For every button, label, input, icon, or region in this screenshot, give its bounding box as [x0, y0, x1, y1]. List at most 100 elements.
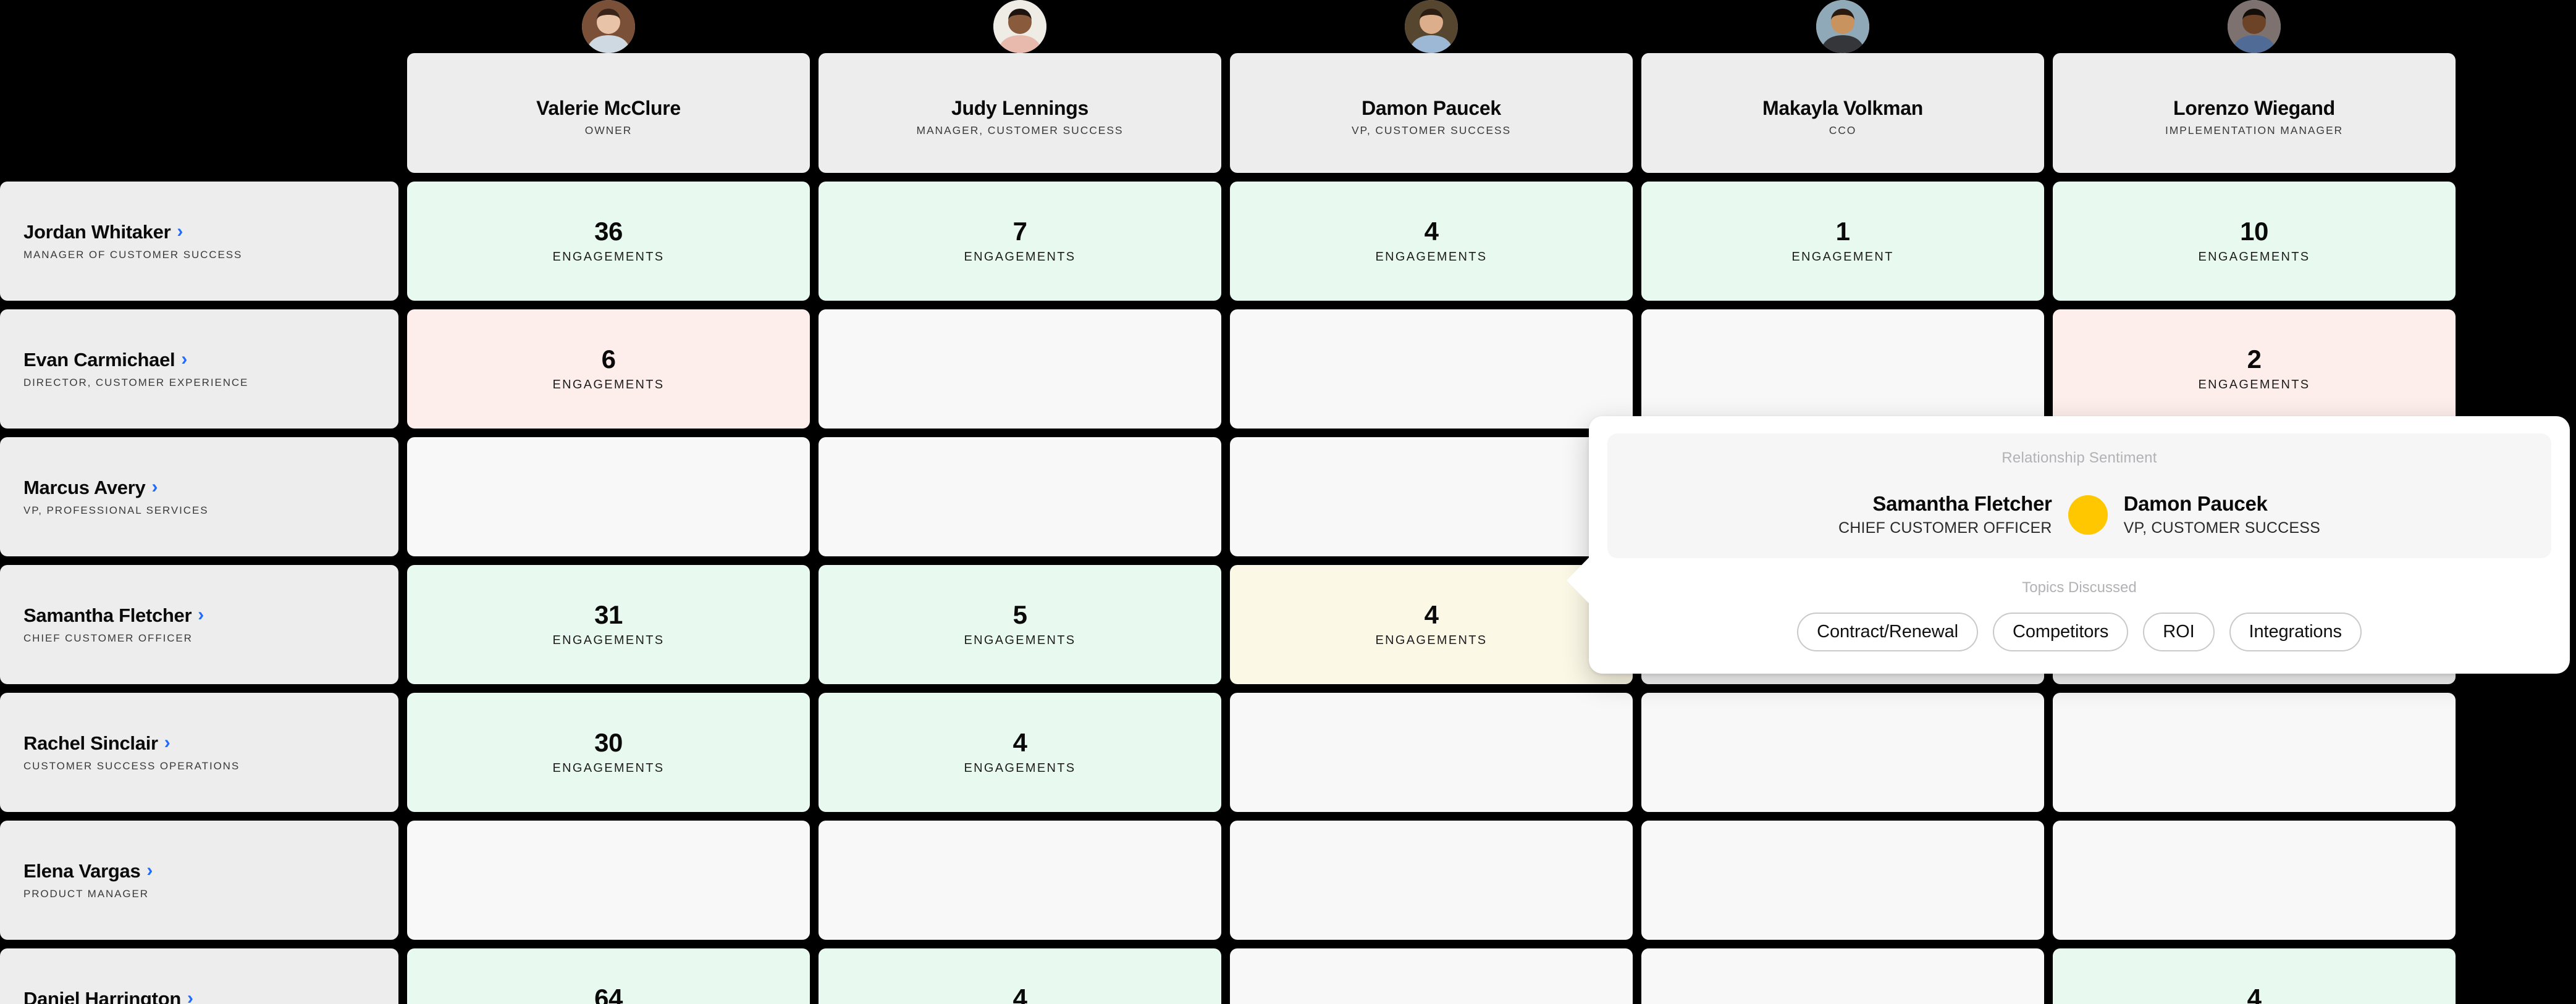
chevron-right-icon[interactable]: › — [198, 604, 204, 625]
matrix-cell[interactable] — [2053, 693, 2456, 812]
topics-section-label: Topics Discussed — [2022, 579, 2137, 596]
row-header-name-wrap: Daniel Harrington › — [23, 988, 398, 1004]
row-header-name: Evan Carmichael — [23, 349, 175, 371]
column-header-name: Damon Paucek — [1362, 96, 1501, 119]
chevron-right-icon[interactable]: › — [151, 476, 158, 497]
row-header-name: Jordan Whitaker — [23, 221, 171, 243]
chevron-right-icon[interactable]: › — [187, 987, 193, 1004]
matrix-cell[interactable] — [1641, 309, 2044, 429]
topic-chip[interactable]: Competitors — [1993, 613, 2129, 652]
matrix-cell[interactable] — [1641, 821, 2044, 940]
engagement-count: 64 — [594, 983, 623, 1004]
matrix-cell[interactable] — [1641, 693, 2044, 812]
chevron-right-icon[interactable]: › — [164, 732, 170, 753]
column-header-name: Lorenzo Wiegand — [2173, 96, 2335, 119]
row-header-name-wrap: Elena Vargas› — [23, 860, 398, 882]
engagement-unit-label: ENGAGEMENTS — [964, 249, 1076, 264]
avatar-woman-glasses-icon — [993, 0, 1046, 53]
row-header-3[interactable]: Marcus Avery› VP, PROFESSIONAL SERVICES — [0, 437, 398, 556]
row-header-name-wrap: Marcus Avery› — [23, 477, 398, 499]
engagement-count: 31 — [594, 600, 623, 629]
topic-chip[interactable]: Integrations — [2229, 613, 2362, 652]
matrix-cell[interactable] — [2053, 821, 2456, 940]
row-header-2[interactable]: Evan Carmichael›DIRECTOR, CUSTOMER EXPER… — [0, 309, 398, 429]
row-header-name: Daniel Harrington — [23, 988, 181, 1004]
row-header-4[interactable]: Samantha Fletcher › CHIEF CUSTOMER OFFICER — [0, 565, 398, 684]
engagement-count: 7 — [1012, 216, 1027, 246]
row-header-6[interactable]: Elena Vargas›PRODUCT MANAGER — [0, 821, 398, 940]
engagement-count: 1 — [1835, 216, 1850, 246]
matrix-cell[interactable] — [1230, 309, 1633, 429]
row-header-name: Marcus Avery — [23, 477, 146, 499]
row-header-name-wrap: Evan Carmichael › — [23, 349, 398, 371]
matrix-corner-spacer — [0, 53, 398, 173]
matrix-cell[interactable] — [819, 309, 1221, 429]
engagement-count: 10 — [2240, 216, 2268, 246]
relationship-popover: Relationship Sentiment Samantha Fletcher… — [1567, 416, 2570, 674]
matrix-cell[interactable] — [1641, 948, 2044, 1004]
matrix-cell[interactable] — [819, 437, 1221, 556]
engagement-unit-label: ENGAGEMENTS — [964, 761, 1076, 775]
engagement-count: 4 — [1012, 727, 1027, 757]
matrix-cell[interactable] — [1230, 948, 1633, 1004]
engagement-unit-label: ENGAGEMENTS — [1375, 633, 1488, 647]
engagement-count: 4 — [1424, 216, 1439, 246]
matrix-cell[interactable] — [1230, 437, 1633, 556]
row-header-name: Elena Vargas — [23, 860, 141, 882]
relationship-sentiment-section: Relationship Sentiment Samantha Fletcher… — [1607, 433, 2551, 559]
chevron-right-icon[interactable]: › — [177, 220, 183, 241]
row-header-title: MANAGER OF CUSTOMER SUCCESS — [23, 248, 243, 261]
row-header-5[interactable]: Rachel Sinclair›CUSTOMER SUCCESS OPERATI… — [0, 693, 398, 812]
row-header-title: CHIEF CUSTOMER OFFICER — [23, 632, 193, 644]
sentiment-person-left: Samantha Fletcher CHIEF CUSTOMER OFFICER — [1838, 492, 2052, 537]
row-header-name-wrap: Rachel Sinclair› — [23, 732, 398, 755]
column-header-name: Judy Lennings — [951, 96, 1088, 119]
chevron-right-icon[interactable]: › — [146, 860, 153, 881]
matrix-cell[interactable] — [407, 437, 810, 556]
engagement-unit-label: ENGAGEMENTS — [552, 633, 665, 647]
matrix-cell[interactable] — [1230, 821, 1633, 940]
row-header-name: Samantha Fletcher — [23, 604, 192, 627]
engagement-count: 6 — [601, 344, 616, 374]
topic-chip[interactable]: ROI — [2143, 613, 2215, 652]
sentiment-right-name: Damon Paucek — [2123, 492, 2268, 515]
matrix-cell[interactable]: 64ENGAGEMENTS — [407, 948, 810, 1004]
matrix-cell[interactable] — [1230, 693, 1633, 812]
engagement-unit-label: ENGAGEMENTS — [2198, 249, 2310, 264]
row-header-7[interactable]: Daniel Harrington›SENIOR CSM — [0, 948, 398, 1004]
matrix-cell[interactable] — [407, 821, 810, 940]
avatar-man-tie-icon — [2228, 0, 2281, 53]
row-header-title: VP, PROFESSIONAL SERVICES — [23, 504, 209, 516]
engagement-count: 2 — [2247, 344, 2262, 374]
column-header-title: IMPLEMENTATION MANAGER — [2165, 124, 2344, 137]
engagement-count: 5 — [1012, 600, 1027, 629]
engagement-unit-label: ENGAGEMENTS — [1375, 249, 1488, 264]
column-header-title: VP, CUSTOMER SUCCESS — [1351, 124, 1512, 137]
engagement-unit-label: ENGAGEMENTS — [552, 249, 665, 264]
topic-chip[interactable]: Contract/Renewal — [1797, 613, 1979, 652]
row-header-1[interactable]: Jordan Whitaker › MANAGER OF CUSTOMER SUCC… — [0, 182, 398, 301]
matrix-cell[interactable] — [819, 821, 1221, 940]
engagement-unit-label: ENGAGEMENTS — [552, 377, 665, 391]
chevron-right-icon[interactable]: › — [181, 348, 188, 369]
column-header-title: CCO — [1829, 124, 1857, 137]
